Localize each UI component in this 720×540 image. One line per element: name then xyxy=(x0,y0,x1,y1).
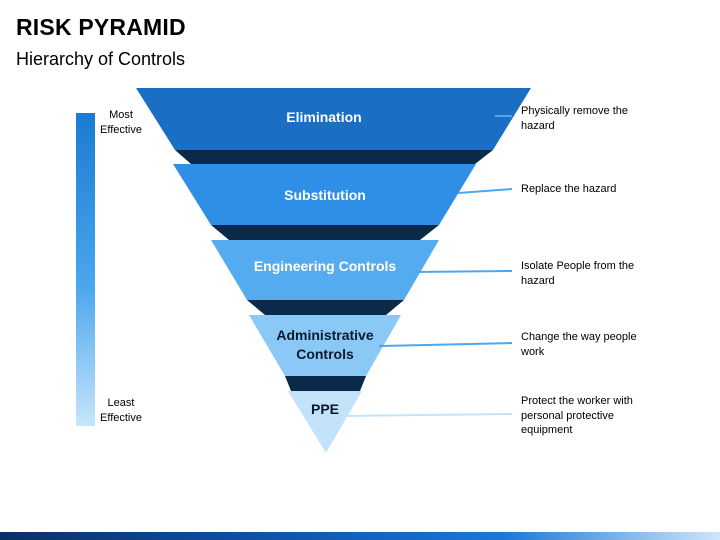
funnel-band-4 xyxy=(285,376,366,391)
funnel-level-elimination xyxy=(136,88,531,150)
level-description-substitution: Replace the hazard xyxy=(521,183,617,195)
level-description-elimination: Physically remove the hazard xyxy=(521,105,628,132)
funnel-band-2 xyxy=(211,225,439,240)
level-label-ppe: PPE xyxy=(310,401,339,417)
funnel-band-1 xyxy=(175,150,493,164)
connector-line-4 xyxy=(378,342,513,347)
level-label-substitution: Substitution xyxy=(284,187,366,203)
funnel-level-administrative xyxy=(249,315,401,376)
level-description-ppe: Protect the worker with personal protect… xyxy=(521,395,633,436)
footer-gradient-band xyxy=(0,532,720,540)
level-label-elimination: Elimination xyxy=(286,109,362,125)
connector-line-3 xyxy=(413,270,513,273)
effectiveness-scale-bar xyxy=(76,113,95,426)
funnel-level-ppe xyxy=(288,391,362,453)
funnel-level-engineering xyxy=(211,240,439,300)
funnel-band-3 xyxy=(247,300,404,315)
level-description-administrative: Change the way people work xyxy=(521,331,637,358)
connector-line-2 xyxy=(457,188,513,194)
connector-line-5 xyxy=(341,413,513,417)
scale-label-least-effective: Least Effective xyxy=(100,397,142,424)
funnel-level-substitution xyxy=(173,164,476,225)
level-label-engineering: Engineering Controls xyxy=(253,258,397,274)
page-subtitle: Hierarchy of Controls xyxy=(16,49,186,69)
level-label-administrative: Administrative Controls xyxy=(276,327,374,362)
level-description-engineering: Isolate People from the hazard xyxy=(521,260,635,287)
scale-label-most-effective: Most Effective xyxy=(100,109,142,136)
page-title: RISK PYRAMID xyxy=(16,14,186,40)
